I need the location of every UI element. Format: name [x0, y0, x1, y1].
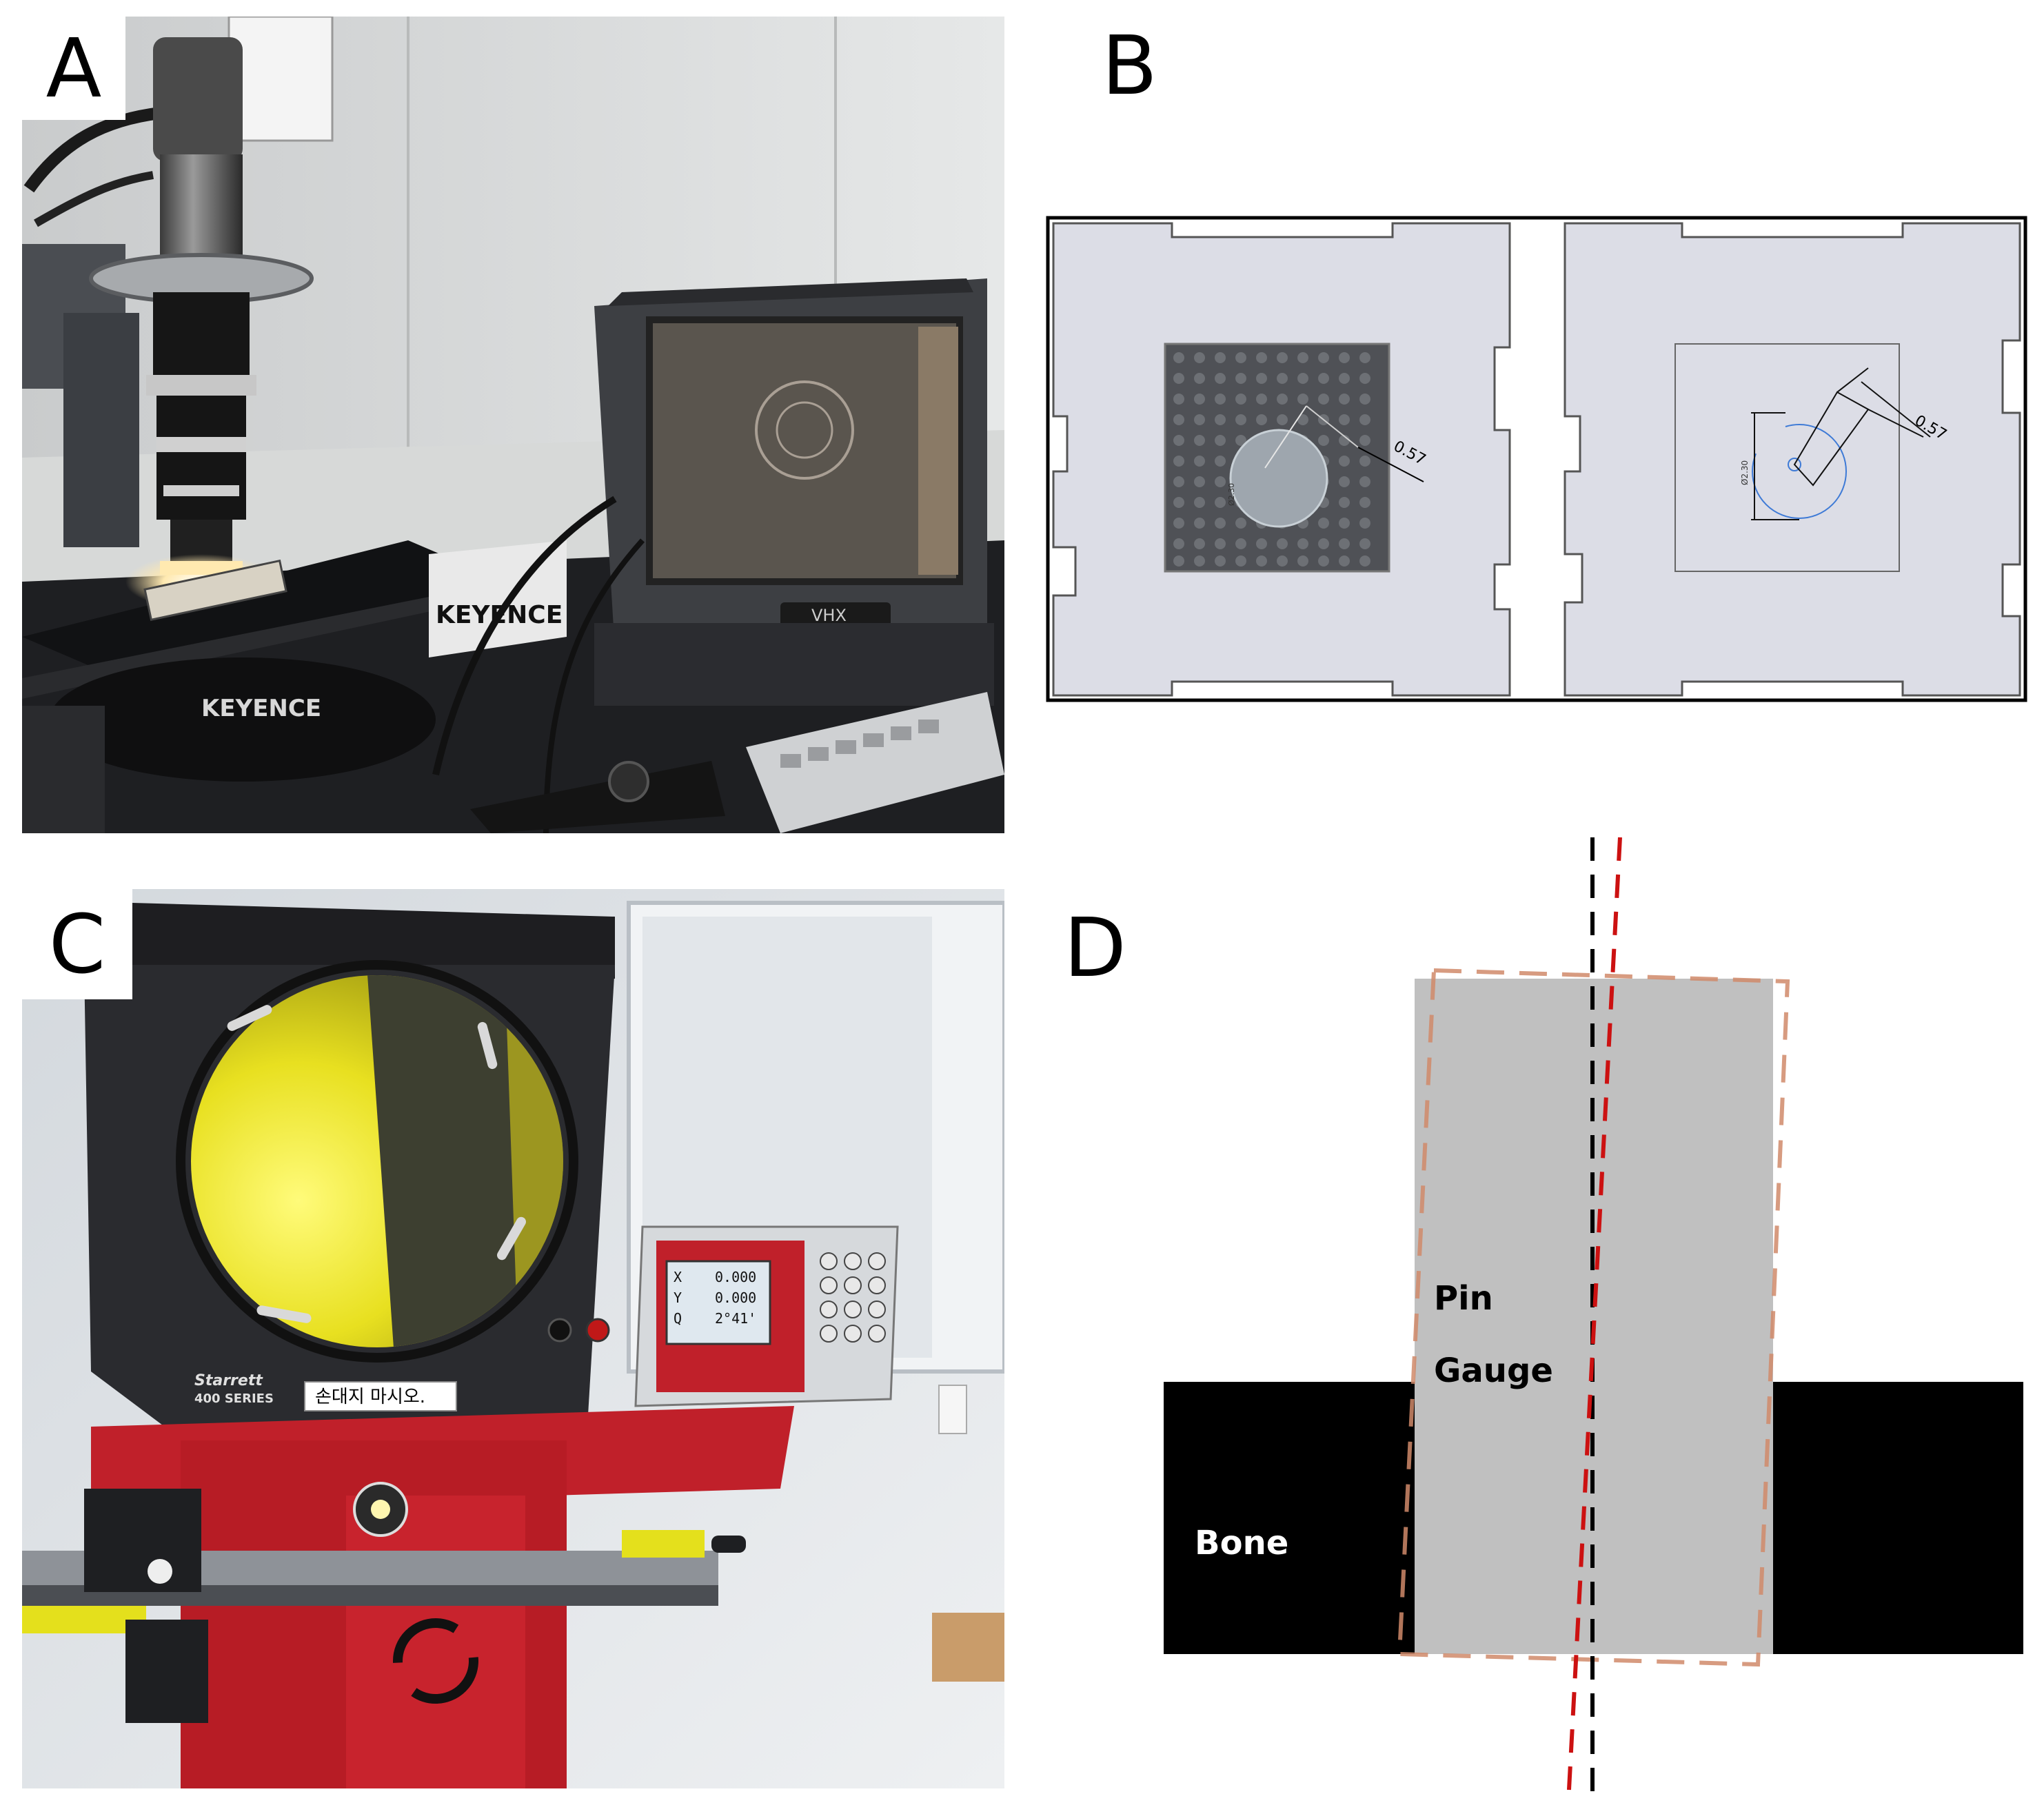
do-not-touch-sign: 손대지 마시오.: [315, 1387, 425, 1407]
keyence-base-text: KEYENCE: [201, 695, 321, 722]
bone-label: Bone: [1195, 1524, 1288, 1562]
starrett-brand-text: Starrett: [194, 1372, 263, 1389]
panel-d-pin-gauge-schematic: D Pin Gauge Bone: [1034, 834, 2044, 1805]
tilted-pin-outline: [1397, 968, 1790, 1667]
panel-label-b: B: [1089, 21, 1170, 113]
pin-label-line2: Gauge: [1434, 1352, 1553, 1390]
readout-value-q: 2°41': [715, 1310, 756, 1327]
panel-label-d: D: [1051, 903, 1139, 995]
sketch-square: [1674, 343, 1900, 572]
readout-axis-q: Q: [674, 1310, 682, 1327]
panel-c-projector-photo: Starrett 400 SERIES 손대지 마시오. X Y Q 0.000…: [22, 889, 1004, 1788]
pin-gauge-diagram: Pin Gauge Bone: [1164, 837, 2023, 1803]
series-text: 400 SERIES: [194, 1391, 274, 1406]
panel-a-microscope-photo: KEYENCE KEYENCE VHX A: [22, 17, 1004, 833]
profile-projector-illustration: Starrett 400 SERIES 손대지 마시오. X Y Q 0.000…: [22, 889, 1004, 1788]
diameter-right: Ø2.30: [1740, 460, 1750, 485]
panel-label-a: A: [22, 17, 125, 120]
readout-axis-y: Y: [674, 1289, 682, 1306]
vhx-brand-text: VHX: [811, 606, 847, 625]
panel-label-c: C: [22, 889, 132, 999]
tilted-axis-line: [1566, 837, 1622, 1803]
microscope-illustration: KEYENCE KEYENCE VHX: [22, 17, 1004, 833]
cad-drawing: 0.57 Ø2.30 0.57 Ø2.30: [1046, 216, 2027, 702]
pin-label-line1: Pin: [1434, 1279, 1493, 1318]
readout-value-x: 0.000: [715, 1269, 756, 1285]
pin-gauge: [1415, 979, 1773, 1654]
panel-b-dimension-drawing: B 0.57 Ø2.30 0.57: [1034, 17, 2044, 833]
readout-axis-x: X: [674, 1269, 682, 1285]
readout-value-y: 0.000: [715, 1289, 756, 1306]
diameter-left: Ø2.30: [1227, 483, 1236, 506]
